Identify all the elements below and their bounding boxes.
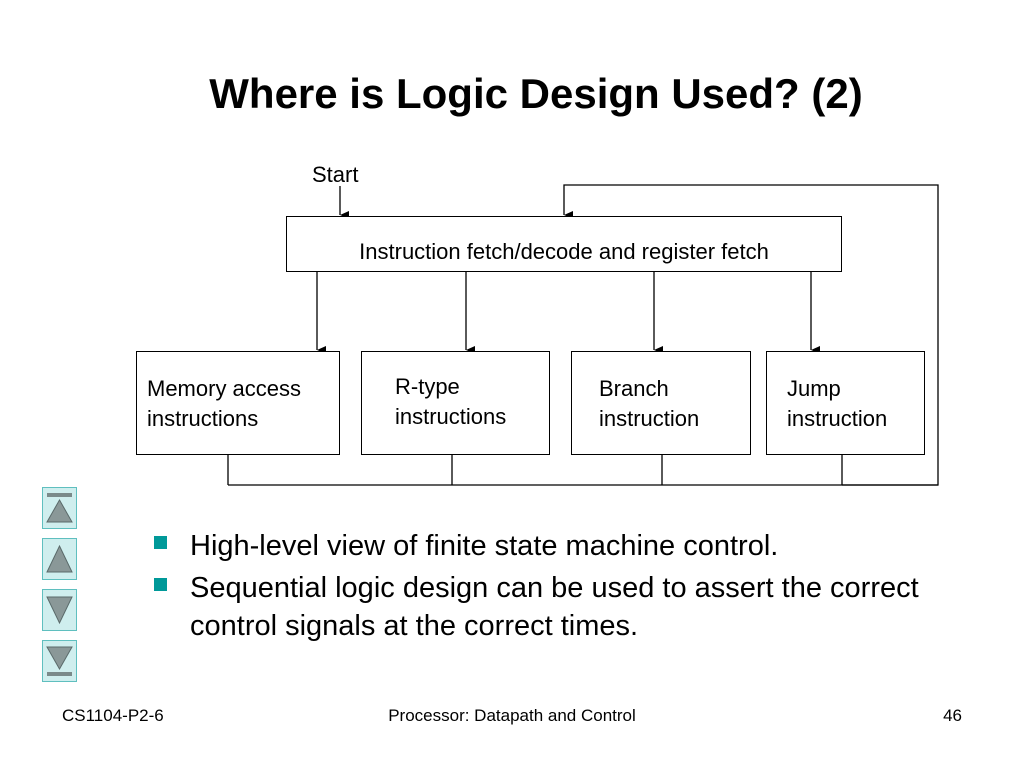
box-label-line2: instruction bbox=[599, 406, 700, 431]
bullet-item: Sequential logic design can be used to a… bbox=[150, 569, 970, 645]
box-label-line1: Memory access bbox=[147, 376, 302, 401]
footer-course-code: CS1104-P2-6 bbox=[62, 706, 164, 725]
slide-number: 46 bbox=[943, 706, 962, 725]
bullet-item: High-level view of finite state machine … bbox=[150, 527, 970, 565]
box-label-line2: instruction bbox=[787, 406, 888, 431]
branch-box: Branch instruction bbox=[571, 351, 751, 455]
square-bullet-icon bbox=[154, 578, 167, 591]
box-label-line2: instructions bbox=[395, 404, 507, 429]
fetch-decode-label: Instruction fetch/decode and register fe… bbox=[359, 239, 769, 264]
box-label-line2: instructions bbox=[147, 406, 259, 431]
first-slide-icon bbox=[46, 493, 73, 523]
last-slide-icon bbox=[46, 646, 73, 676]
footer-topic: Processor: Datapath and Control bbox=[388, 706, 636, 725]
next-slide-button[interactable] bbox=[42, 589, 77, 631]
r-type-box: R-type instructions bbox=[361, 351, 550, 455]
start-label: Start bbox=[312, 162, 359, 187]
bullet-text: Sequential logic design can be used to a… bbox=[190, 572, 919, 642]
previous-slide-button[interactable] bbox=[42, 538, 77, 580]
bullet-text: High-level view of finite state machine … bbox=[190, 530, 779, 562]
bullet-list: High-level view of finite state machine … bbox=[150, 527, 970, 649]
jump-box: Jump instruction bbox=[766, 351, 925, 455]
fetch-decode-box: Instruction fetch/decode and register fe… bbox=[286, 216, 842, 272]
box-label-line1: R-type bbox=[395, 374, 460, 399]
box-label-line1: Branch bbox=[599, 376, 669, 401]
box-label-line1: Jump bbox=[787, 376, 841, 401]
slide-title: Where is Logic Design Used? (2) bbox=[209, 70, 863, 117]
last-slide-button[interactable] bbox=[42, 640, 77, 682]
next-slide-icon bbox=[46, 596, 73, 625]
memory-access-box: Memory access instructions bbox=[136, 351, 340, 455]
first-slide-button[interactable] bbox=[42, 487, 77, 529]
square-bullet-icon bbox=[154, 536, 167, 549]
previous-slide-icon bbox=[46, 544, 73, 573]
